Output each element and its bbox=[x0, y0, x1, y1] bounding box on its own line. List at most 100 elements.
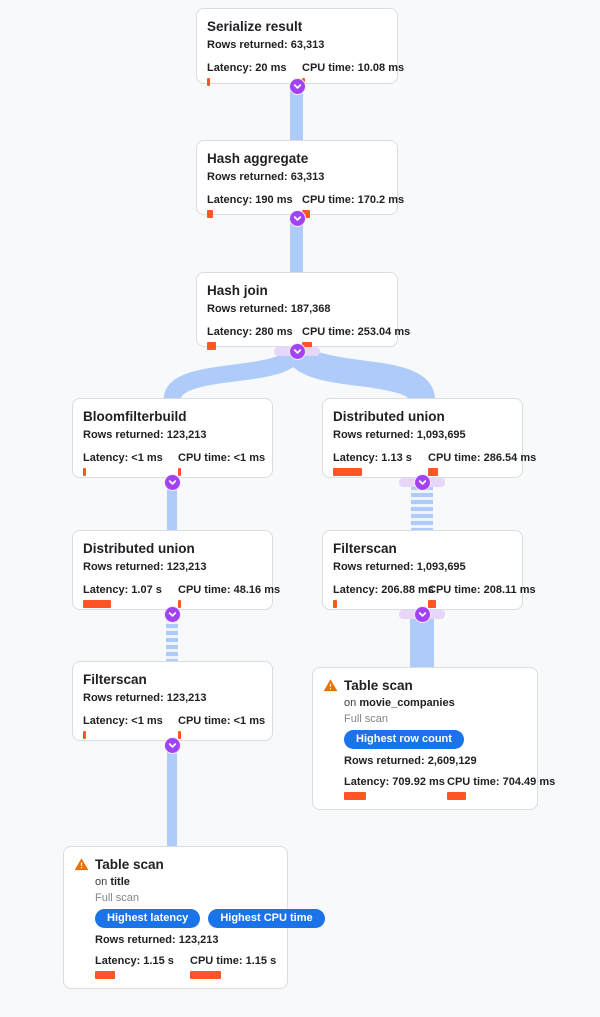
chevron-down-icon bbox=[168, 612, 177, 617]
cpu-metric: CPU time: 1.15 s bbox=[190, 954, 277, 979]
cpu-metric: CPU time: 48.16 ms bbox=[178, 583, 280, 608]
plan-node-filterscan-right[interactable]: Filterscan Rows returned: 1,093,695 Late… bbox=[322, 530, 536, 610]
cpu-metric: CPU time: 704.49 ms bbox=[447, 775, 555, 800]
metrics: Latency: 190 ms CPU time: 170.2 ms bbox=[207, 193, 404, 218]
rows-returned: Rows returned: 123,213 bbox=[83, 561, 207, 573]
node-title: Hash join bbox=[207, 283, 268, 298]
edge-serialize-to-hash-aggregate bbox=[290, 83, 303, 141]
latency-bar bbox=[95, 971, 115, 979]
rows-returned: Rows returned: 63,313 bbox=[207, 39, 325, 51]
cpu-metric: CPU time: <1 ms bbox=[178, 451, 265, 476]
table-name: movie_companies bbox=[359, 697, 455, 709]
rows-returned: Rows returned: 2,609,129 bbox=[344, 755, 477, 767]
chevron-down-icon bbox=[293, 349, 302, 354]
rows-returned: Rows returned: 123,213 bbox=[83, 429, 207, 441]
latency-bar bbox=[333, 600, 337, 608]
metrics: Latency: 1.13 s CPU time: 286.54 ms bbox=[333, 451, 536, 476]
cpu-bar bbox=[447, 792, 466, 800]
warning-icon bbox=[323, 679, 338, 692]
latency-bar bbox=[83, 468, 86, 476]
plan-node-serialize-result[interactable]: Serialize result Rows returned: 63,313 L… bbox=[196, 8, 404, 86]
latency-bar bbox=[344, 792, 366, 800]
badges: Highest latency Highest CPU time bbox=[95, 909, 325, 928]
chevron-down-icon bbox=[168, 480, 177, 485]
cpu-metric: CPU time: 10.08 ms bbox=[302, 61, 404, 86]
rows-returned: Rows returned: 1,093,695 bbox=[333, 561, 466, 573]
node-title: Table scan bbox=[95, 857, 164, 872]
cpu-metric: CPU time: 253.04 ms bbox=[302, 325, 410, 350]
latency-metric: Latency: 20 ms bbox=[207, 61, 295, 86]
plan-node-table-scan-movie-companies[interactable]: Table scan on movie_companies Full scan … bbox=[312, 667, 555, 810]
collapse-toggle-hash-aggregate[interactable] bbox=[290, 211, 305, 226]
rows-returned: Rows returned: 123,213 bbox=[83, 692, 207, 704]
latency-bar bbox=[333, 468, 362, 476]
cpu-metric: CPU time: 170.2 ms bbox=[302, 193, 404, 218]
metrics: Latency: 1.07 s CPU time: 48.16 ms bbox=[83, 583, 280, 608]
plan-node-bloomfilterbuild[interactable]: Bloomfilterbuild Rows returned: 123,213 … bbox=[72, 398, 273, 478]
on-prefix: on bbox=[344, 697, 357, 709]
latency-bar bbox=[207, 78, 210, 86]
chevron-down-icon bbox=[418, 612, 427, 617]
latency-metric: Latency: <1 ms bbox=[83, 714, 171, 739]
cpu-metric: CPU time: 286.54 ms bbox=[428, 451, 536, 476]
collapse-toggle-filterscan-left[interactable] bbox=[165, 738, 180, 753]
edge-distributed-union-to-filterscan-right bbox=[411, 479, 433, 530]
edge-distributed-union-to-filterscan-left bbox=[166, 610, 178, 661]
cpu-metric: CPU time: <1 ms bbox=[178, 714, 265, 739]
cpu-bar bbox=[178, 468, 181, 476]
latency-bar bbox=[207, 342, 216, 350]
latency-metric: Latency: <1 ms bbox=[83, 451, 171, 476]
highest-latency-badge: Highest latency bbox=[95, 909, 201, 928]
latency-metric: Latency: 190 ms bbox=[207, 193, 295, 218]
collapse-toggle-distributed-union-right[interactable] bbox=[415, 475, 430, 490]
node-title: Table scan bbox=[344, 678, 413, 693]
metrics: Latency: <1 ms CPU time: <1 ms bbox=[83, 714, 265, 739]
latency-bar bbox=[207, 210, 213, 218]
table-name-line: on movie_companies bbox=[344, 696, 527, 710]
cpu-metric: CPU time: 208.11 ms bbox=[428, 583, 536, 608]
cpu-bar bbox=[190, 971, 221, 979]
plan-node-distributed-union-right[interactable]: Distributed union Rows returned: 1,093,6… bbox=[322, 398, 536, 478]
plan-node-table-scan-title[interactable]: Table scan on title Full scan Highest la… bbox=[63, 846, 325, 989]
latency-metric: Latency: 1.15 s bbox=[95, 954, 183, 979]
rows-returned: Rows returned: 63,313 bbox=[207, 171, 325, 183]
latency-metric: Latency: 1.13 s bbox=[333, 451, 421, 476]
warning-icon bbox=[74, 858, 89, 871]
collapse-toggle-serialize-result[interactable] bbox=[290, 79, 305, 94]
badges: Highest row count bbox=[344, 730, 527, 749]
rows-returned: Rows returned: 1,093,695 bbox=[333, 429, 466, 441]
edge-filterscan-to-table-scan-left bbox=[167, 741, 177, 847]
cpu-bar bbox=[428, 468, 438, 476]
node-title: Bloomfilterbuild bbox=[83, 409, 187, 424]
plan-node-hash-join[interactable]: Hash join Rows returned: 187,368 Latency… bbox=[196, 272, 410, 350]
node-title: Distributed union bbox=[333, 409, 445, 424]
chevron-down-icon bbox=[293, 216, 302, 221]
metrics: Latency: 206.88 ms CPU time: 208.11 ms bbox=[333, 583, 536, 608]
plan-node-distributed-union-left[interactable]: Distributed union Rows returned: 123,213… bbox=[72, 530, 280, 610]
rows-returned: Rows returned: 123,213 bbox=[95, 934, 219, 946]
collapse-toggle-hash-join[interactable] bbox=[290, 344, 305, 359]
collapse-toggle-filterscan-right[interactable] bbox=[415, 607, 430, 622]
edge-bloomfilterbuild-to-distributed-union bbox=[167, 478, 177, 531]
metrics: Latency: 1.15 s CPU time: 1.15 s bbox=[95, 954, 277, 979]
collapse-toggle-distributed-union-left[interactable] bbox=[165, 607, 180, 622]
metrics: Latency: 709.92 ms CPU time: 704.49 ms bbox=[344, 775, 555, 800]
edge-hash-aggregate-to-hash-join bbox=[290, 214, 303, 273]
table-name: title bbox=[110, 876, 130, 888]
scan-type: Full scan bbox=[95, 892, 140, 904]
cpu-bar bbox=[178, 600, 181, 608]
chevron-down-icon bbox=[418, 480, 427, 485]
chevron-down-icon bbox=[168, 743, 177, 748]
node-title: Filterscan bbox=[333, 541, 397, 556]
chevron-down-icon bbox=[293, 84, 302, 89]
cpu-bar bbox=[428, 600, 436, 608]
latency-bar bbox=[83, 600, 111, 608]
plan-node-hash-aggregate[interactable]: Hash aggregate Rows returned: 63,313 Lat… bbox=[196, 140, 404, 218]
plan-node-filterscan-left[interactable]: Filterscan Rows returned: 123,213 Latenc… bbox=[72, 661, 273, 741]
collapse-toggle-bloomfilterbuild[interactable] bbox=[165, 475, 180, 490]
highest-cpu-time-badge: Highest CPU time bbox=[208, 909, 325, 928]
cpu-bar bbox=[178, 731, 181, 739]
metrics: Latency: <1 ms CPU time: <1 ms bbox=[83, 451, 265, 476]
node-title: Serialize result bbox=[207, 19, 303, 34]
